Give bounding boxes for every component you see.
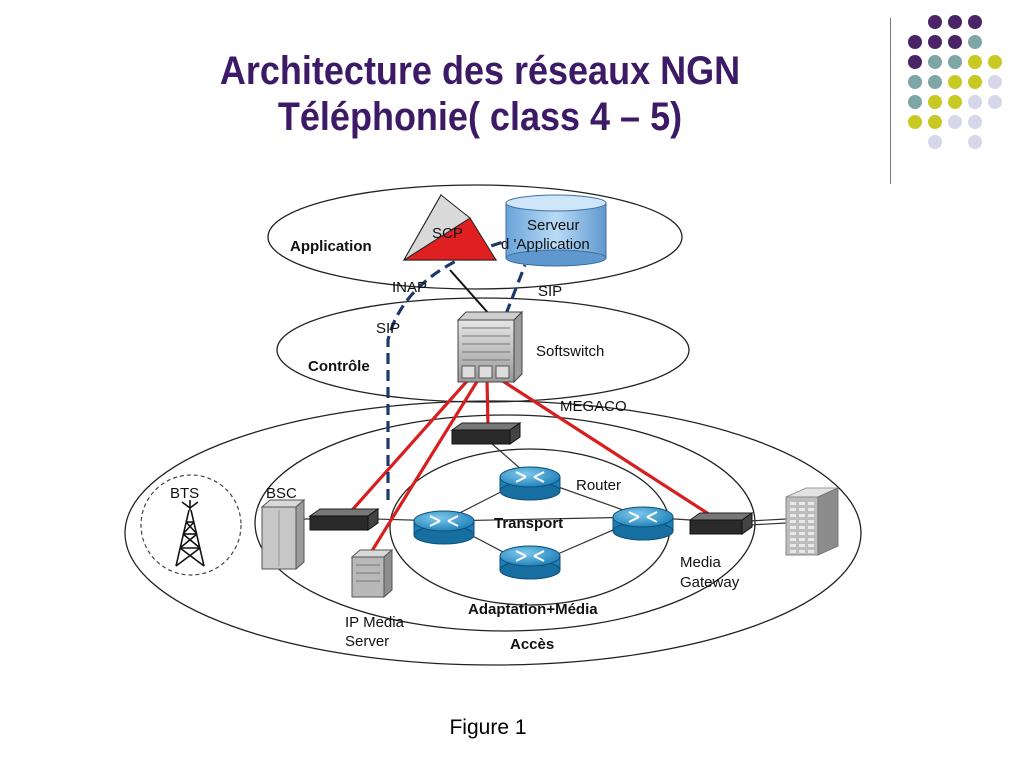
megaco-links xyxy=(343,376,719,555)
decorative-dot xyxy=(968,115,982,129)
decorative-dot xyxy=(968,135,982,149)
layer-label-adaptation: Adaptation+Média xyxy=(468,601,598,618)
protocol-label-sip-top: SIP xyxy=(538,283,562,300)
layer-label-control: Contrôle xyxy=(308,358,370,375)
bsc-gateway-box xyxy=(308,508,380,531)
router-icon xyxy=(612,506,674,541)
protocol-label-sip-left: SIP xyxy=(376,320,400,337)
node-label-server-line1: Serveur xyxy=(527,217,580,234)
node-label-scp: SCP xyxy=(432,225,463,242)
decorative-dot xyxy=(908,55,922,69)
decorative-dot xyxy=(908,75,922,89)
scp-node xyxy=(402,193,498,261)
decorative-dot xyxy=(948,35,962,49)
slide-title: Architecture des réseaux NGN Téléphonie(… xyxy=(48,48,912,140)
decorative-dot xyxy=(948,15,962,29)
node-label-router: Router xyxy=(576,477,621,494)
title-line-2: Téléphonie( class 4 – 5) xyxy=(277,95,683,139)
decorative-dot xyxy=(948,115,962,129)
ip-media-server-box xyxy=(350,548,394,599)
decorative-dot xyxy=(928,15,942,29)
protocol-label-megaco: MEGACO xyxy=(560,398,627,415)
softswitch-node xyxy=(456,310,524,384)
decorative-dot xyxy=(908,115,922,129)
layer-label-application: Application xyxy=(290,238,372,255)
control-layer-ellipse xyxy=(276,297,690,403)
adaptation-layer-ellipse xyxy=(254,414,756,632)
bts-tower-icon xyxy=(175,500,205,567)
bts-dashed-circle xyxy=(140,474,242,576)
node-label-softswitch: Softswitch xyxy=(536,343,604,360)
decorative-dot xyxy=(908,35,922,49)
decorative-dot xyxy=(928,75,942,89)
decorative-dot xyxy=(928,35,942,49)
layer-label-access: Accès xyxy=(510,636,554,653)
decorative-dot xyxy=(968,15,982,29)
decorative-dot-grid xyxy=(908,15,1002,149)
access-layer-ellipse xyxy=(124,400,862,666)
decorative-dot xyxy=(968,95,982,109)
decorative-dot xyxy=(928,135,942,149)
inap-link xyxy=(449,269,490,315)
node-label-bsc: BSC xyxy=(266,485,297,502)
decorative-dot xyxy=(948,75,962,89)
router-icons xyxy=(413,466,674,580)
layer-label-transport: Transport xyxy=(494,515,563,532)
router-icon xyxy=(499,466,561,501)
decorative-dot xyxy=(928,95,942,109)
node-label-server-line2: d 'Application xyxy=(501,236,590,253)
media-gateway-box xyxy=(688,512,754,535)
protocol-label-inap: INAP xyxy=(392,279,427,296)
decorative-dot xyxy=(988,55,1002,69)
router-icon xyxy=(413,510,475,545)
application-server-cylinder xyxy=(505,194,607,267)
decorative-dot xyxy=(968,75,982,89)
decorative-divider xyxy=(890,18,891,184)
application-layer-ellipse xyxy=(267,184,683,290)
router-icon xyxy=(499,545,561,580)
node-label-media-gateway-line2: Gateway xyxy=(680,574,740,591)
decorative-dot xyxy=(908,95,922,109)
node-label-ip-media-line2: Server xyxy=(345,633,389,650)
title-line-1: Architecture des réseaux NGN xyxy=(219,49,741,93)
node-label-bts: BTS xyxy=(170,485,199,502)
decorative-dot xyxy=(928,115,942,129)
decorative-dot xyxy=(988,75,1002,89)
decorative-dot xyxy=(988,95,1002,109)
building-icon xyxy=(785,487,839,556)
transport-gateway-box xyxy=(450,422,522,445)
decorative-dot xyxy=(948,55,962,69)
decorative-dot xyxy=(968,35,982,49)
node-label-ip-media-line1: IP Media xyxy=(345,614,405,631)
bsc-cabinet xyxy=(260,498,306,571)
decorative-dot xyxy=(928,55,942,69)
decorative-dot xyxy=(948,95,962,109)
node-label-media-gateway-line1: Media xyxy=(680,554,722,571)
ngn-architecture-diagram: Application Contrôle Transport Adaptatio… xyxy=(124,184,862,666)
figure-caption: Figure 1 xyxy=(449,716,527,739)
decorative-dot xyxy=(968,55,982,69)
